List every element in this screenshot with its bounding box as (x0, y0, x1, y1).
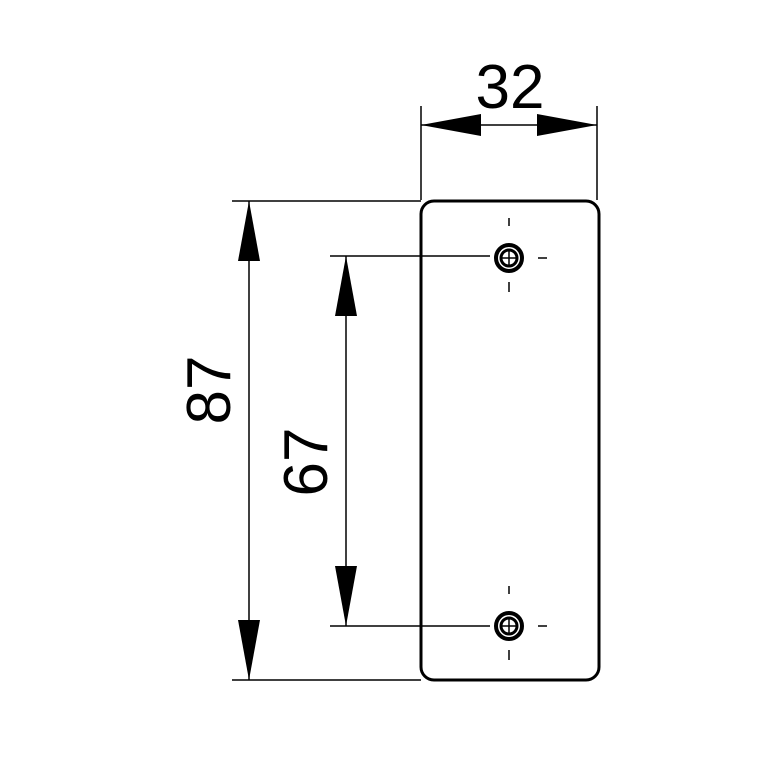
overall-height-dimension: 87 (175, 200, 421, 681)
width-label: 32 (476, 53, 545, 122)
plate-outline (419, 199, 601, 682)
hole-spacing-label: 67 (272, 428, 341, 497)
bottom-screw-hole (494, 586, 547, 660)
hole-spacing-dimension: 67 (272, 255, 490, 627)
top-screw-hole (494, 218, 547, 292)
overall-height-label: 87 (175, 356, 244, 425)
width-dimension: 32 (420, 53, 598, 200)
